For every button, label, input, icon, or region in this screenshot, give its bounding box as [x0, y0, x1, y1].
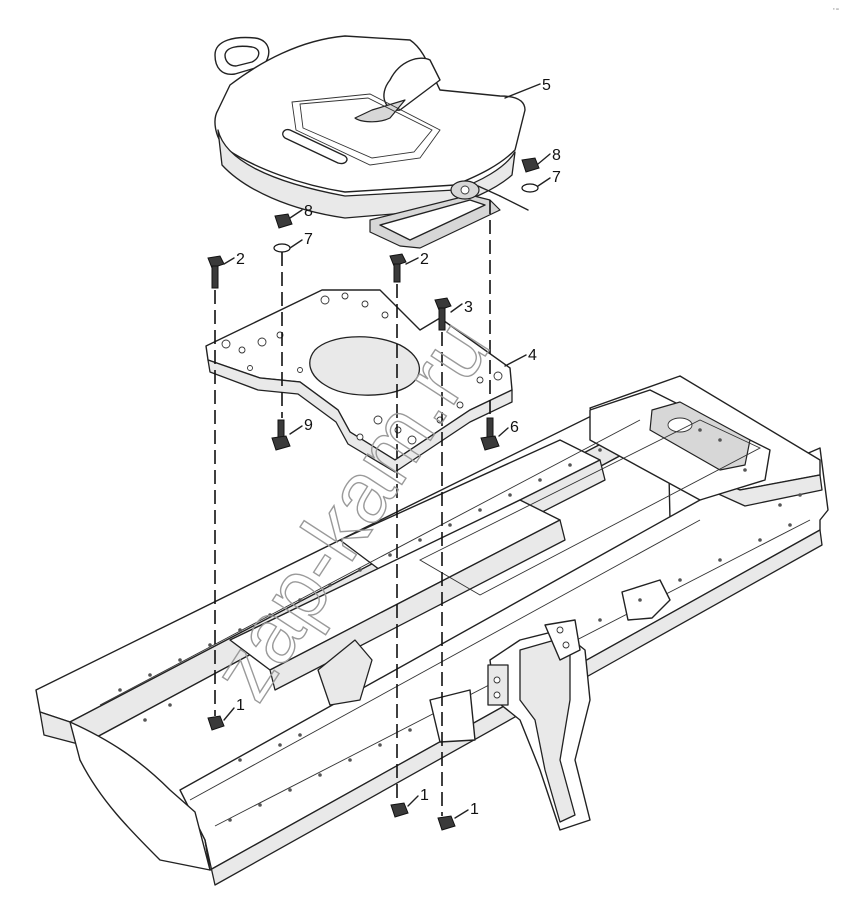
callout-7-left: 7 — [304, 231, 313, 248]
callout-8-left: 8 — [304, 203, 313, 220]
callout-4: 4 — [528, 347, 537, 364]
callout-8-right: 8 — [552, 147, 561, 164]
assembly-lines — [214, 200, 491, 816]
callout-1-right: 1 — [470, 801, 479, 818]
chassis-frame — [35, 375, 829, 886]
nut-1-left — [207, 715, 225, 731]
bolt-6 — [480, 417, 500, 451]
callout-2-left: 2 — [236, 251, 245, 268]
callout-7-right: 7 — [552, 169, 561, 186]
fasteners — [207, 157, 540, 831]
callout-6: 6 — [510, 419, 519, 436]
callout-3: 3 — [464, 299, 473, 316]
callout-labels: 5 8 7 8 7 2 2 3 4 9 6 1 1 1 — [236, 77, 561, 818]
seat-assembly — [214, 35, 529, 249]
nut-1-center — [390, 802, 409, 818]
callout-9: 9 — [304, 417, 313, 434]
leader-lines — [223, 83, 551, 819]
callout-5: 5 — [542, 77, 551, 94]
callout-2-center: 2 — [420, 251, 429, 268]
nut-8-right — [521, 157, 540, 193]
callout-1-center: 1 — [420, 787, 429, 804]
corner-mark: ·- — [832, 3, 840, 15]
bolt-2-center — [389, 253, 407, 283]
callout-1-left: 1 — [236, 697, 245, 714]
nut-8-left — [273, 213, 293, 253]
nut-1-right — [437, 815, 456, 831]
bolt-9 — [271, 419, 291, 451]
bolt-3 — [434, 297, 452, 331]
bolt-2-left — [207, 255, 225, 289]
